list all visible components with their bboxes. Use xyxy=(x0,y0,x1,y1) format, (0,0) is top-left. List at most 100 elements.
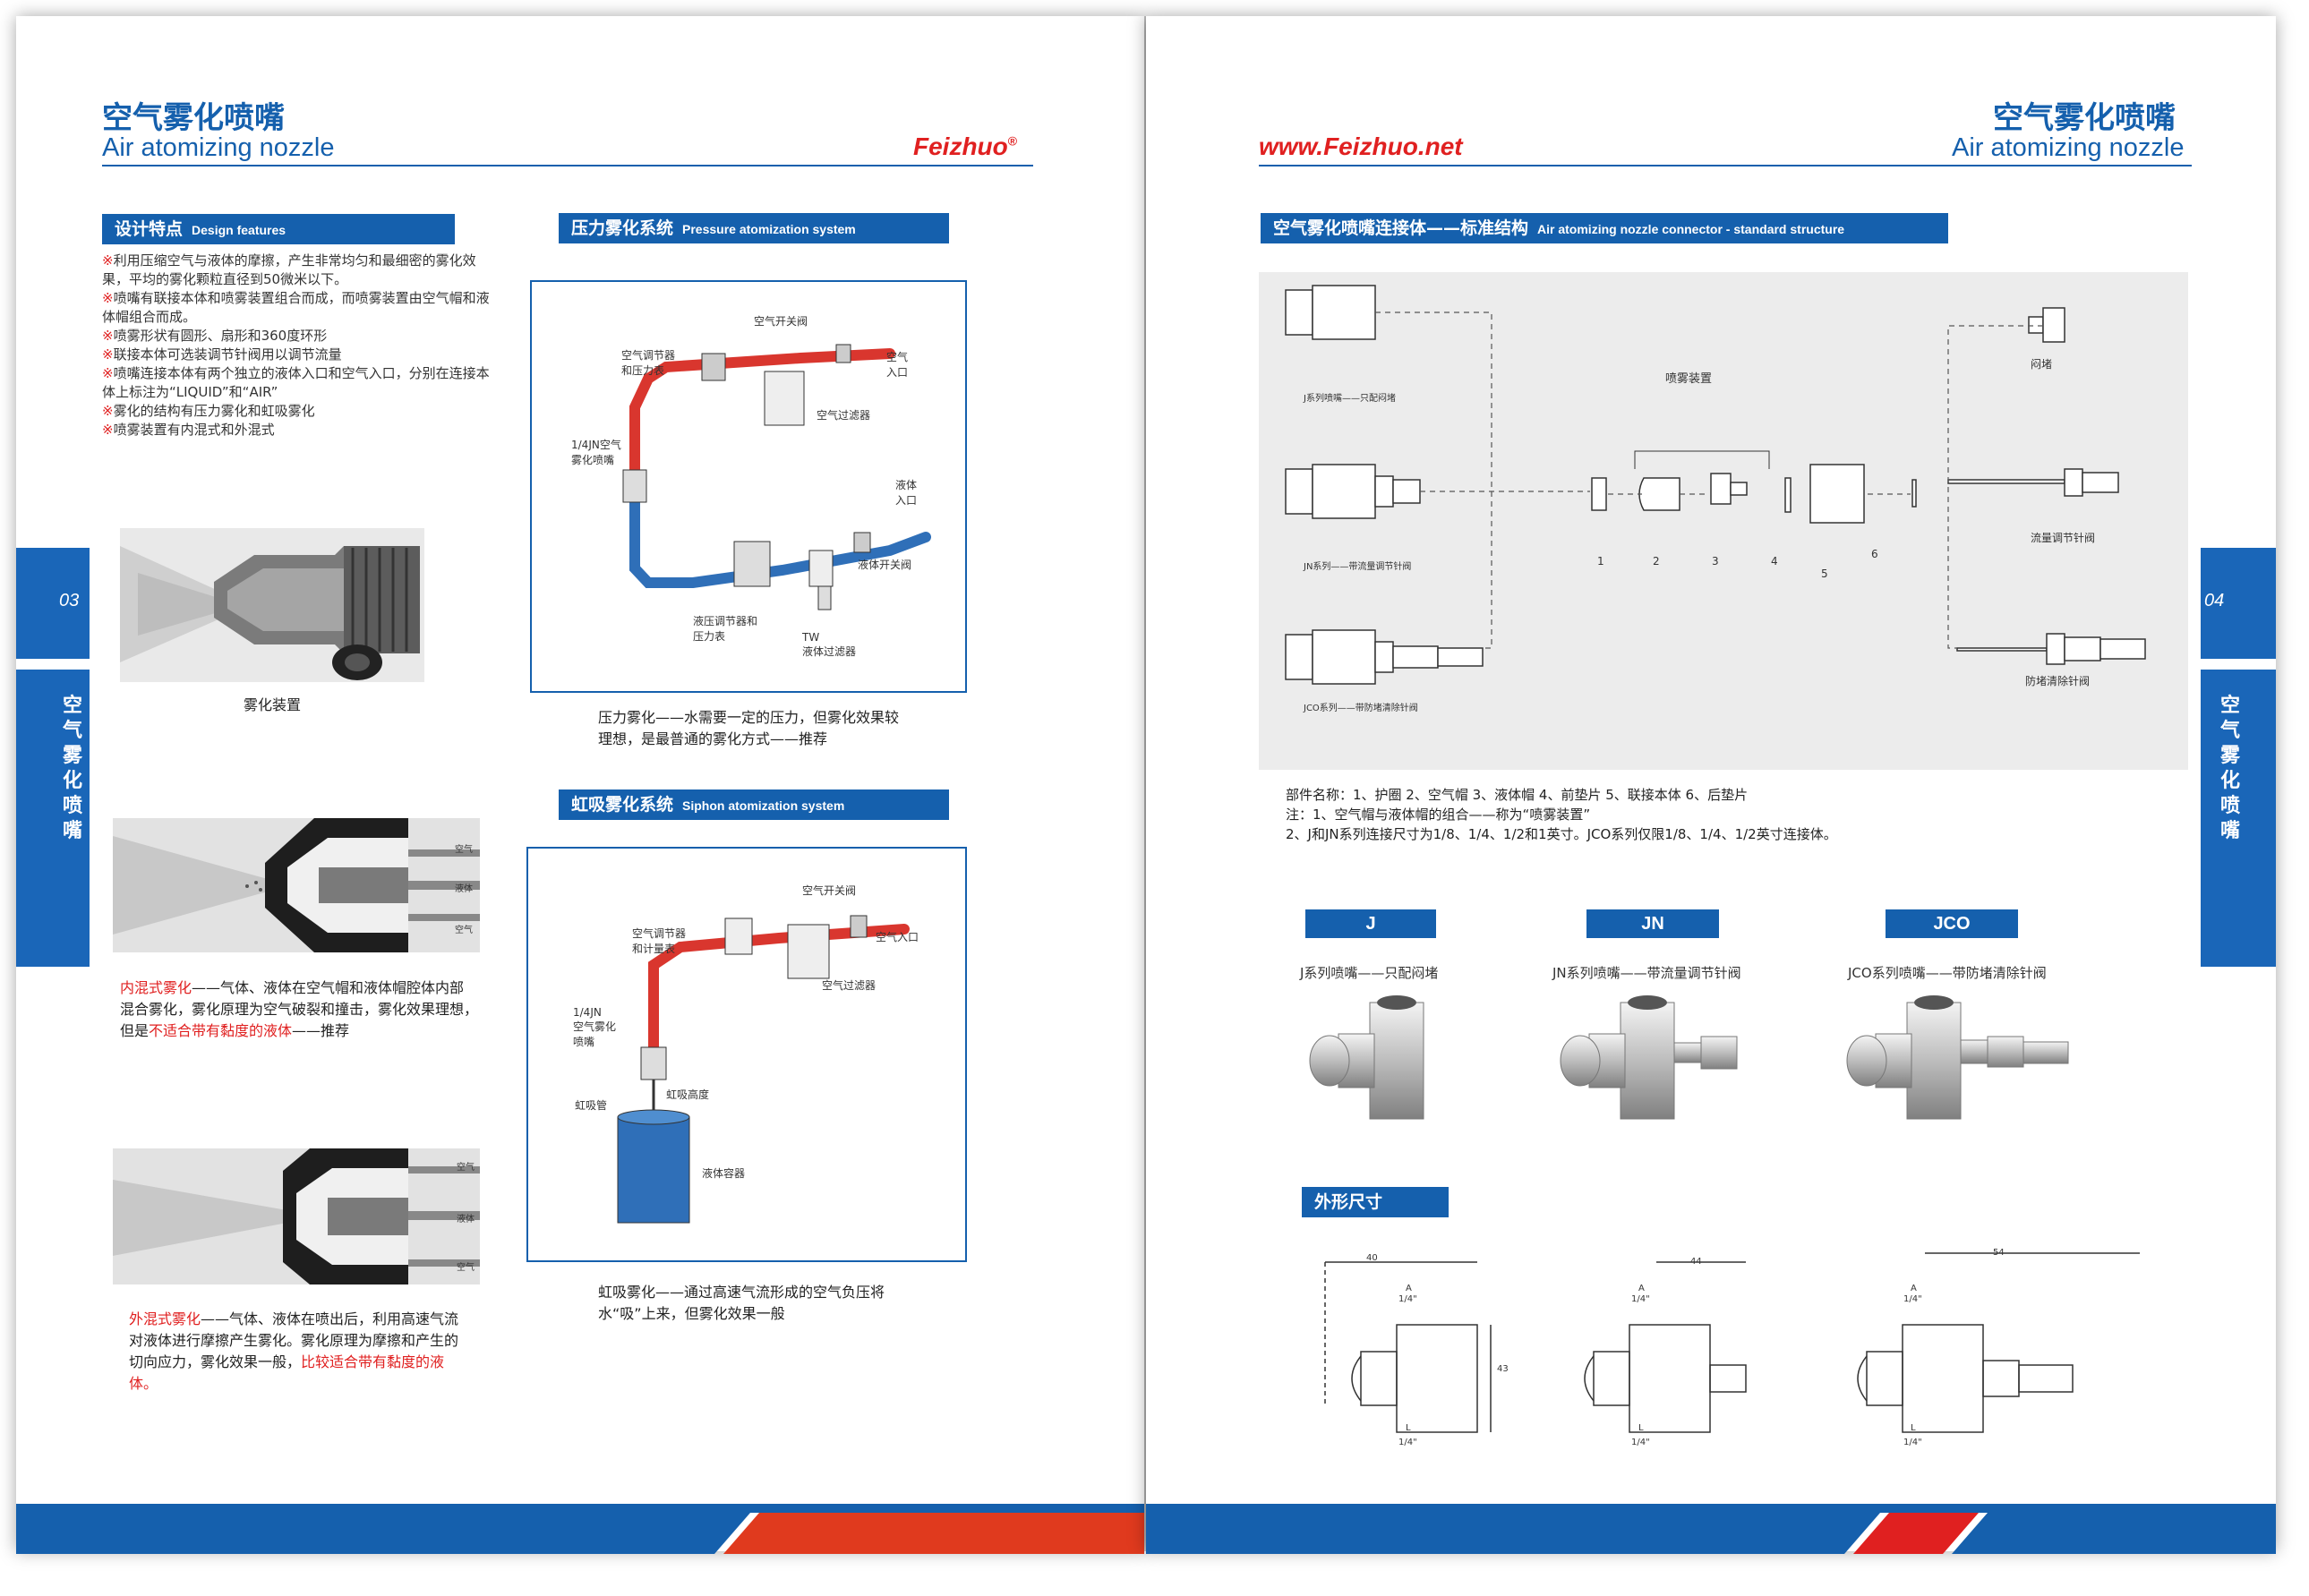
dim-j-width: 40 xyxy=(1366,1253,1378,1263)
part-number-1: 1 xyxy=(1597,555,1604,568)
dim-jco-l-thread: 1/4" xyxy=(1903,1438,1922,1447)
siphon-label-air-filter: 空气过滤器 xyxy=(822,979,877,992)
internal-label-liquid: 液体 xyxy=(455,884,473,894)
note-line-1: 注：1、空气帽与液体帽的组合——称为“喷雾装置” xyxy=(1286,807,1591,823)
internal-label-air-bottom: 空气 xyxy=(455,926,473,935)
external-mix-caption: 外混式雾化——气体、液体在喷出后，利用高速气流对液体进行摩擦产生雾化。雾化原理为… xyxy=(129,1310,459,1392)
plug-label: 闷堵 xyxy=(2031,358,2053,371)
model-jn-header: JN xyxy=(1586,909,1719,938)
left-header-line xyxy=(102,165,1033,166)
siphon-label-container: 液体容器 xyxy=(702,1167,746,1180)
dimension-drawings xyxy=(1324,1252,2140,1433)
left-footer-stripe xyxy=(16,1504,1144,1554)
part-number-2: 2 xyxy=(1653,555,1660,568)
j-series-label: J系列喷嘴——只配闷堵 xyxy=(1304,394,1396,404)
model-jco-header: JCO xyxy=(1886,909,2018,938)
part-number-6: 6 xyxy=(1871,548,1878,560)
dimensions-header: 外形尺寸 xyxy=(1302,1187,1449,1217)
dim-jn-l: L xyxy=(1638,1423,1644,1433)
clean-valve-label: 防堵清除针阀 xyxy=(2025,675,2091,687)
model-j-header: J xyxy=(1305,909,1436,938)
internal-mix-caption: 内混式雾化——气体、液体在空气帽和液体帽腔体内部混合雾化，雾化原理为空气破裂和撞… xyxy=(120,979,479,1039)
feature-item: ※利用压缩空气与液体的摩擦，产生非常均匀和最细密的雾化效果，平均的雾化颗粒直径到… xyxy=(102,252,476,287)
feature-item: ※喷嘴有联接本体和喷雾装置组合而成，而喷雾装置由空气帽和液体帽组合而成。 xyxy=(102,290,490,325)
dim-j-a: A xyxy=(1406,1284,1412,1293)
connector-structure-panel xyxy=(1259,272,2188,770)
right-section-tab-text: 空气雾化喷嘴 xyxy=(2219,695,2240,842)
pressure-system-frame xyxy=(530,280,967,693)
feature-item: ※喷嘴连接本体有两个独立的液体入口和空气入口，分别在连接本体上标注为“LIQUI… xyxy=(102,365,490,400)
dim-j-l-thread: 1/4" xyxy=(1398,1438,1417,1447)
dim-jn-l-thread: 1/4" xyxy=(1631,1438,1650,1447)
siphon-label-air-switch: 空气开关阀 xyxy=(802,884,857,897)
parts-list-line: 部件名称：1、护圈 2、空气帽 3、液体帽 4、前垫片 5、联接本体 6、后垫片 xyxy=(1286,787,1749,803)
external-mix-diagram xyxy=(113,1148,480,1284)
spray-setup-label: 喷雾装置 xyxy=(1665,372,1713,386)
right-title-en: Air atomizing nozzle xyxy=(1952,133,2185,162)
pressure-label-air-inlet: 空气 入口 xyxy=(886,351,909,379)
right-section-tab xyxy=(2201,670,2276,967)
j-nozzle-photo xyxy=(1309,995,1424,1120)
siphon-label-tube: 虹吸管 xyxy=(575,1099,608,1112)
jco-series-label: JCO系列——带防堵清除针阀 xyxy=(1304,704,1418,713)
jco-nozzle-photo xyxy=(1846,995,2069,1120)
dim-jco-a: A xyxy=(1911,1284,1917,1293)
right-page-number: 04 xyxy=(2204,591,2225,610)
brand-logo: Feizhuo® xyxy=(913,132,1018,160)
part-number-5: 5 xyxy=(1821,568,1828,580)
siphon-system-diagram xyxy=(617,915,910,1224)
left-page xyxy=(16,16,1144,1551)
external-label-air-bottom: 空气 xyxy=(457,1263,475,1273)
jn-series-label: JN系列——带流量调节针阀 xyxy=(1304,562,1412,572)
connector-exploded-diagram xyxy=(1285,285,2146,685)
siphon-label-air-regulator: 空气调节器 和计量表 xyxy=(632,927,687,955)
internal-mix-diagram xyxy=(113,818,480,952)
siphon-system-frame xyxy=(526,847,967,1262)
atomizer-caption: 雾化装置 xyxy=(244,696,302,713)
pressure-system-diagram xyxy=(622,344,931,610)
website-url: www.Feizhuo.net xyxy=(1259,132,1463,160)
pressure-label-air-filter: 空气过滤器 xyxy=(817,409,871,422)
model-jn-desc: JN系列喷嘴——带流量调节针阀 xyxy=(1552,965,1741,981)
dim-jn-a-thread: 1/4" xyxy=(1631,1294,1650,1304)
left-page-number-tab xyxy=(16,548,90,659)
design-features-list: ※利用压缩空气与液体的摩擦，产生非常均匀和最细密的雾化效果，平均的雾化颗粒直径到… xyxy=(102,252,496,440)
dim-j-a-thread: 1/4" xyxy=(1398,1294,1417,1304)
siphon-caption: 虹吸雾化——通过高速气流形成的空气负压将水“吸”上来，但雾化效果一般 xyxy=(598,1284,885,1322)
part-number-3: 3 xyxy=(1712,555,1719,568)
siphon-label-nozzle: 1/4JN 空气雾化 喷嘴 xyxy=(573,1006,617,1048)
pressure-label-liquid-inlet: 液体 入口 xyxy=(895,479,918,507)
pressure-caption: 压力雾化——水需要一定的压力，但雾化效果较理想，是最普通的雾化方式——推荐 xyxy=(598,709,900,747)
pressure-label-liquid-switch: 液体开关阀 xyxy=(858,559,912,571)
dim-jn-a: A xyxy=(1638,1284,1645,1293)
right-page xyxy=(1146,16,2276,1551)
left-title-en: Air atomizing nozzle xyxy=(102,133,335,162)
internal-label-air-top: 空气 xyxy=(455,845,473,855)
dim-jn-width: 44 xyxy=(1690,1257,1702,1267)
connector-notes: 部件名称：1、护圈 2、空气帽 3、液体帽 4、前垫片 5、联接本体 6、后垫片… xyxy=(1286,785,1837,844)
part-number-4: 4 xyxy=(1771,555,1778,568)
left-title-cn: 空气雾化喷嘴 xyxy=(102,100,285,136)
pressure-label-air-switch: 空气开关阀 xyxy=(754,315,808,328)
siphon-label-air-inlet: 空气入口 xyxy=(876,931,919,943)
feature-item: ※喷雾形状有圆形、扇形和360度环形 xyxy=(102,328,328,344)
feature-item: ※雾化的结构有压力雾化和虹吸雾化 xyxy=(102,403,315,419)
left-section-tab xyxy=(16,670,90,967)
note-line-2: 2、J和JN系列连接尺寸为1/8、1/4、1/2和1英寸。JCO系列仅限1/8、… xyxy=(1286,826,1837,842)
dim-jco-l: L xyxy=(1911,1423,1916,1433)
model-jco-desc: JCO系列喷嘴——带防堵清除针阀 xyxy=(1848,965,2047,981)
external-label-liquid: 液体 xyxy=(457,1215,475,1225)
right-footer-stripe xyxy=(1146,1504,2276,1554)
jn-nozzle-photo xyxy=(1560,995,1738,1120)
model-j-desc: J系列喷嘴——只配闷堵 xyxy=(1300,965,1439,981)
left-section-tab-text: 空气雾化喷嘴 xyxy=(62,695,82,842)
dim-jco-a-thread: 1/4" xyxy=(1903,1294,1922,1304)
external-label-air-top: 空气 xyxy=(457,1163,475,1173)
dim-j-l: L xyxy=(1406,1423,1411,1433)
siphon-label-height: 虹吸高度 xyxy=(666,1088,710,1101)
feature-item: ※联接本体可选装调节针阀用以调节流量 xyxy=(102,346,342,363)
left-page-number: 03 xyxy=(59,591,80,610)
